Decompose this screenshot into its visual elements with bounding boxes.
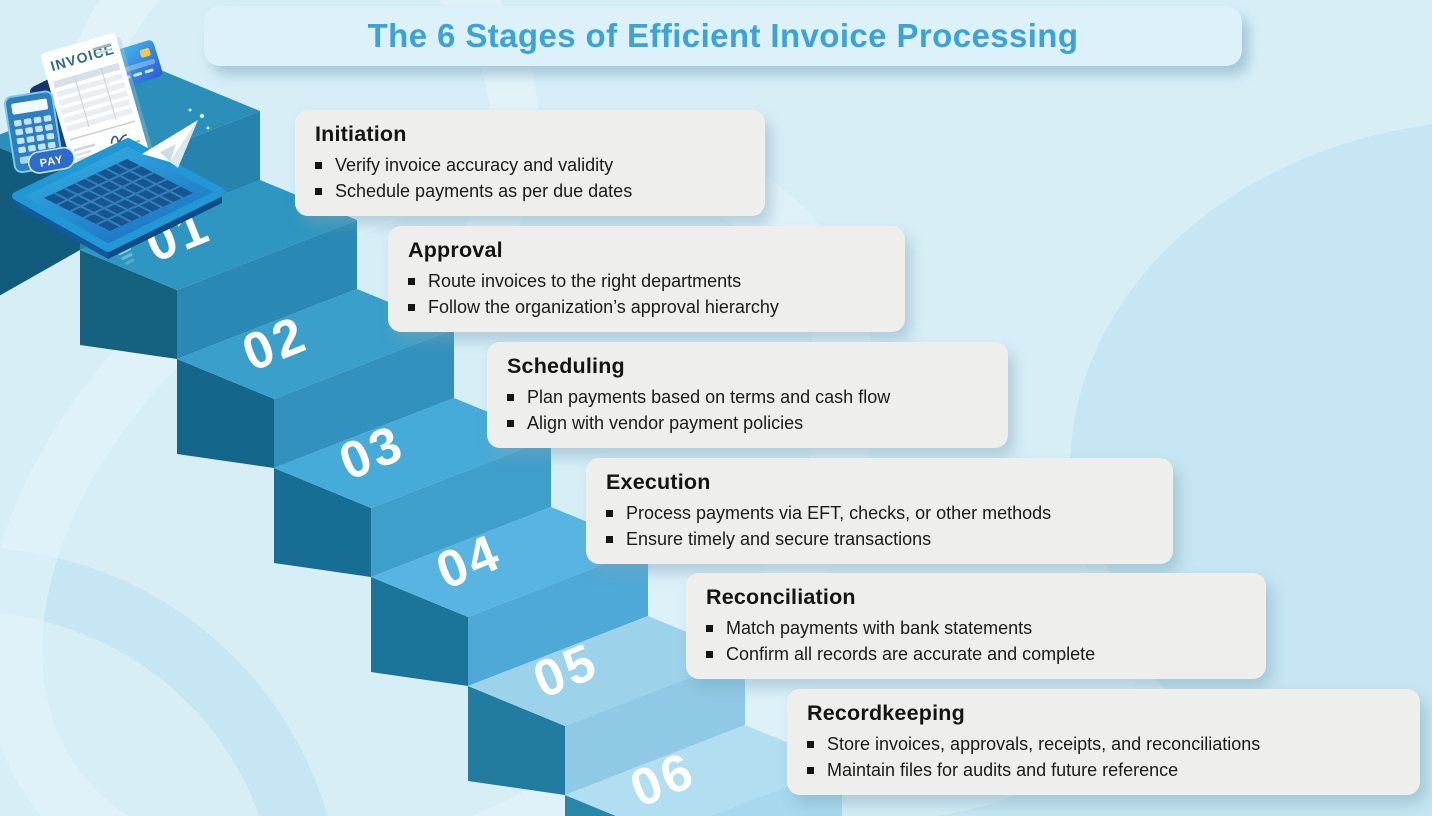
stage-title: Reconciliation (706, 585, 856, 609)
bullet-square-icon (507, 419, 514, 427)
bullet-square-icon (706, 650, 713, 658)
stage-card-recordkeeping: Recordkeeping Store invoices, approvals,… (787, 689, 1420, 795)
pay-label: PAY (39, 154, 65, 170)
stage-bullet: Verify invoice accuracy and validity (315, 152, 743, 178)
stair-step-04: 04 (371, 507, 648, 686)
bullet-square-icon (706, 624, 713, 632)
stage-bullet: Follow the organization’s approval hiera… (408, 294, 883, 320)
step-riser (371, 438, 551, 577)
stage-card-approval: Approval Route invoices to the right dep… (388, 226, 905, 332)
stage-bullet: Schedule payments as per due dates (315, 178, 743, 204)
step-wall (274, 468, 371, 577)
step-top (80, 180, 357, 290)
signature-squiggle (110, 134, 128, 144)
stage-bullet: Plan payments based on terms and cash fl… (507, 384, 986, 410)
invoice-laptop-illustration: INVOICE (4, 33, 226, 259)
stage-bullet: Confirm all records are accurate and com… (706, 641, 1244, 667)
stage-bullet: Store invoices, approvals, receipts, and… (807, 731, 1398, 757)
step-top (371, 507, 648, 617)
step-wall (565, 795, 616, 816)
bullet-square-icon (315, 187, 322, 195)
keyboard-grid (53, 163, 184, 228)
stage-card-scheduling: Scheduling Plan payments based on terms … (487, 342, 1008, 448)
stage-title: Initiation (315, 122, 407, 146)
bullet-square-icon (315, 161, 322, 169)
stage-bullet: Maintain files for audits and future ref… (807, 757, 1398, 783)
stage-bullet: Match payments with bank statements (706, 615, 1244, 641)
step-riser (565, 656, 745, 795)
step-wall (468, 686, 565, 795)
pay-button-icon: PAY (27, 146, 76, 174)
stage-bullet: Align with vendor payment policies (507, 410, 986, 436)
bullet-square-icon (507, 393, 514, 401)
stage-bullet: Ensure timely and secure transactions (606, 526, 1151, 552)
bullet-square-icon (807, 766, 814, 774)
stage-title: Execution (606, 470, 711, 494)
stair-step-05: 05 (468, 616, 745, 795)
step-top (468, 616, 745, 726)
stage-card-initiation: Initiation Verify invoice accuracy and v… (295, 110, 765, 216)
step-wall (371, 577, 468, 686)
step-riser (468, 547, 648, 686)
stair-step-02: 02 (177, 289, 454, 468)
stage-title: Recordkeeping (807, 701, 965, 725)
stage-card-reconciliation: Reconciliation Match payments with bank … (686, 573, 1266, 679)
bullet-square-icon (606, 509, 613, 517)
bullet-square-icon (408, 277, 415, 285)
step-wall (80, 250, 177, 359)
laptop-base (12, 138, 226, 259)
stage-card-execution: Execution Process payments via EFT, chec… (586, 458, 1173, 564)
stair-step-03: 03 (274, 398, 551, 577)
step-riser (274, 329, 454, 468)
stage-bullet: Route invoices to the right departments (408, 268, 883, 294)
stage-title: Approval (408, 238, 503, 262)
step-top (274, 398, 551, 508)
stage-bullet: Process payments via EFT, checks, or oth… (606, 500, 1151, 526)
stage-title: Scheduling (507, 354, 625, 378)
paper-plane-icon (142, 108, 210, 168)
step-riser (177, 220, 357, 359)
title-card: The 6 Stages of Efficient Invoice Proces… (204, 6, 1242, 66)
step-top (177, 289, 454, 399)
step-top (565, 725, 842, 816)
step-wall (177, 359, 274, 468)
bullet-square-icon (807, 740, 814, 748)
page-title: The 6 Stages of Efficient Invoice Proces… (367, 17, 1079, 54)
bullet-square-icon (408, 303, 415, 311)
bullet-square-icon (606, 535, 613, 543)
